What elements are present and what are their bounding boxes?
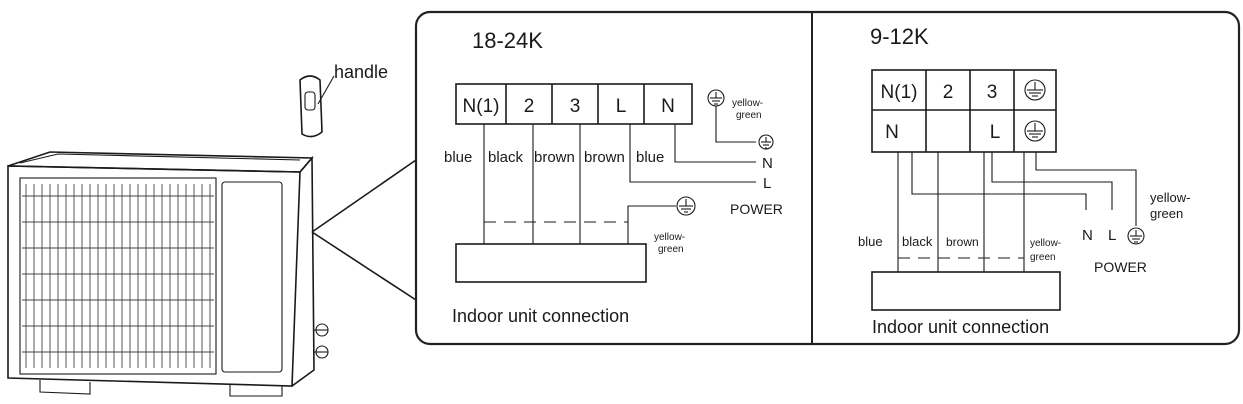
terminal-label: 3 [570, 96, 581, 117]
terminal-label: N [885, 122, 899, 143]
terminal-label: 2 [524, 96, 535, 117]
wire-color-label: brown [946, 235, 979, 249]
terminal-label: L [990, 122, 1001, 143]
terminal-block-left [455, 83, 693, 125]
handle-label: handle [334, 62, 388, 82]
earth-icon [758, 134, 774, 150]
panel-18-24k: 18-24K N(1) 2 3 L N blue black brown bro… [444, 28, 783, 326]
handle-part [299, 75, 335, 138]
power-terminal-l: L [1108, 227, 1116, 244]
wire-color-label: black [902, 234, 933, 249]
earth-icon [707, 89, 725, 107]
fan-grille [22, 184, 214, 368]
wire-color-label: blue [636, 149, 664, 166]
terminal-label: 3 [987, 82, 998, 103]
earth-label-bottom: yellow-green [654, 232, 685, 255]
wiring-panel-frame [414, 10, 1241, 346]
terminal-block-right [871, 69, 1057, 153]
terminal-label: L [616, 96, 627, 117]
earth-icon [1024, 120, 1046, 142]
outdoor-unit-illustration: handle [7, 62, 417, 397]
terminal-label: N(1) [881, 82, 918, 103]
panel-left-caption: Indoor unit connection [452, 306, 629, 326]
power-terminal-n: N [1082, 227, 1093, 244]
terminal-label: 2 [943, 82, 954, 103]
power-terminal-n: N [762, 155, 773, 172]
earth-icon [1024, 79, 1046, 101]
earth-label-right: yellow-green [1150, 190, 1190, 221]
earth-icon [676, 196, 696, 216]
wire-color-label-earth: yellow-green [1030, 238, 1061, 263]
panel-right-caption: Indoor unit connection [872, 317, 1049, 337]
panel-9-12k: 9-12K N(1) 2 3 N L [858, 24, 1190, 337]
wire-color-label: blue [444, 149, 472, 166]
wire-color-label: brown [584, 149, 625, 166]
wire-color-label: brown [534, 149, 575, 166]
panel-left-title: 18-24K [472, 28, 543, 53]
power-label: POWER [730, 201, 783, 217]
wire-color-label: black [488, 149, 524, 166]
power-label: POWER [1094, 259, 1147, 275]
terminal-label: N [661, 96, 675, 117]
indoor-unit-box-right [871, 271, 1061, 311]
panel-right-title: 9-12K [870, 24, 929, 49]
earth-label-top: yellow-green [732, 98, 763, 121]
terminal-label: N(1) [463, 96, 500, 117]
wire-color-label: blue [858, 234, 883, 249]
earth-icon [1127, 227, 1145, 245]
power-terminal-l: L [763, 175, 771, 192]
indoor-unit-box-left [455, 243, 647, 283]
